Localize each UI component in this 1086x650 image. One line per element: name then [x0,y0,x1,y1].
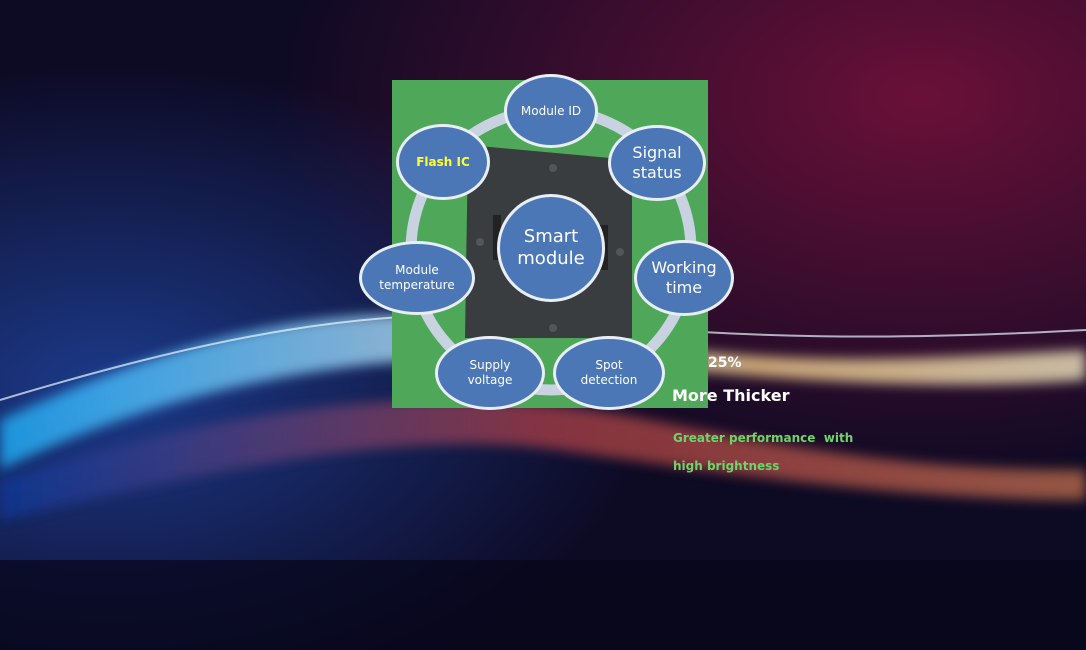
feature-percent: 25% [708,355,742,371]
node-flash-ic: Flash IC [396,124,490,200]
feature-headline: More Thicker [672,386,790,405]
node-supply-voltage: Supply voltage [435,336,545,410]
node-signal-status: Signal status [608,125,706,201]
node-module-id: Module ID [504,74,598,148]
node-spot-detection: Spot detection [553,336,665,410]
feature-description-line2: high brightness [673,459,780,473]
feature-description-line1: Greater performance with [673,431,854,445]
node-working-time: Working time [634,240,734,316]
node-smart-module: Smart module [497,194,605,302]
node-module-temperature: Module temperature [359,241,475,315]
